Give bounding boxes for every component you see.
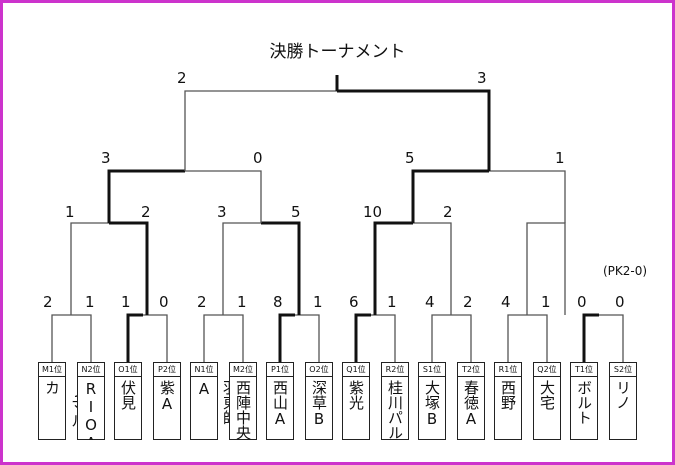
score-r1-m4-left: 8 — [273, 293, 283, 311]
score-qf1-left: 1 — [65, 203, 75, 221]
team-seed: M2位 — [230, 363, 256, 377]
team-name: 桂川パル — [386, 380, 404, 440]
team-name: 大宅 — [538, 380, 556, 410]
score-r1-m8-right: 0 — [615, 293, 625, 311]
score-qf1-right: 2 — [141, 203, 151, 221]
team-name: 西山A — [271, 380, 289, 428]
team-box: N1位羽東師A — [190, 362, 239, 440]
score-r1-m2-left: 1 — [121, 293, 131, 311]
score-qf2-right: 5 — [291, 203, 301, 221]
team-box: M1位Jマルカ — [38, 362, 87, 440]
final-winner-lines — [335, 75, 491, 171]
score-r1-m5-right: 1 — [387, 293, 397, 311]
team-seed: Q2位 — [534, 363, 560, 377]
round1-winner-lines — [126, 313, 599, 362]
pk-note: (PK2-0) — [603, 264, 647, 278]
team-box: O2位深草B — [305, 362, 333, 440]
quarterfinal-lines — [70, 222, 566, 315]
team-box: R2位桂川パル — [381, 362, 409, 440]
team-box: N2位 RIOA — [77, 362, 105, 440]
team-seed: M1位 — [39, 363, 65, 377]
team-name: ボルト — [575, 380, 593, 425]
team-box: S1位大塚B — [418, 362, 446, 440]
team-name: 深草B — [310, 380, 328, 428]
score-sf2-left: 5 — [405, 149, 415, 167]
score-final-right: 3 — [477, 69, 487, 87]
score-sf1-right: 0 — [253, 149, 263, 167]
team-box: R1位西野 — [494, 362, 522, 440]
team-seed: R2位 — [382, 363, 408, 377]
team-name: 西陣中央 — [234, 380, 252, 440]
team-box: O1位伏見 — [114, 362, 142, 440]
score-r1-m6-left: 4 — [425, 293, 435, 311]
team-seed: R1位 — [495, 363, 521, 377]
team-name: リノ — [614, 380, 632, 410]
team-seed: O1位 — [115, 363, 141, 377]
round1-loser-lines — [143, 314, 624, 362]
team-name: 紫光 — [347, 380, 365, 410]
score-r1-m3-right: 1 — [237, 293, 247, 311]
team-box: Q2位大宅 — [533, 362, 561, 440]
score-qf2-left: 3 — [217, 203, 227, 221]
quarterfinal-winner-lines — [109, 221, 413, 315]
score-r1-m3-left: 2 — [197, 293, 207, 311]
score-r1-m4-right: 1 — [313, 293, 323, 311]
score-sf2-right: 1 — [555, 149, 565, 167]
team-box: P2位紫A — [153, 362, 181, 440]
score-r1-m8-left: 0 — [577, 293, 587, 311]
team-seed: T1位 — [571, 363, 597, 377]
team-name: 西野 — [499, 380, 517, 410]
team-seed: N1位 — [191, 363, 217, 377]
score-r1-m6-right: 2 — [463, 293, 473, 311]
score-r1-m1-left: 2 — [43, 293, 53, 311]
team-seed: O2位 — [306, 363, 332, 377]
team-seed: Q1位 — [343, 363, 369, 377]
score-r1-m7-left: 4 — [501, 293, 511, 311]
score-r1-m2-right: 0 — [159, 293, 169, 311]
team-name: 春徳A — [462, 380, 480, 428]
score-final-left: 2 — [177, 69, 187, 87]
tournament-bracket: 2 1 1 0 2 1 8 1 6 1 4 2 4 1 0 0 1 2 3 5 … — [43, 69, 647, 362]
score-qf3-left: 10 — [363, 203, 382, 221]
team-seed: P1位 — [267, 363, 293, 377]
score-sf1-left: 3 — [101, 149, 111, 167]
team-seed: S1位 — [419, 363, 445, 377]
team-name: 伏見 — [119, 380, 137, 410]
team-box: M2位西陣中央 — [229, 362, 257, 440]
team-seed: S2位 — [610, 363, 636, 377]
semifinal-winner-lines — [107, 169, 489, 223]
page-title: 決勝トーナメント — [269, 42, 406, 62]
team-box: T2位春徳A — [457, 362, 485, 440]
team-name: 紫A — [158, 380, 176, 413]
team-seed: N2位 — [78, 363, 104, 377]
semifinal-lines — [185, 170, 566, 223]
team-name: 大塚B — [423, 380, 441, 428]
team-seed: P2位 — [154, 363, 180, 377]
score-r1-m7-right: 1 — [541, 293, 551, 311]
score-r1-m1-right: 1 — [85, 293, 95, 311]
team-box: P1位西山A — [266, 362, 294, 440]
team-box: T1位ボルト — [570, 362, 598, 440]
team-name: RIOA — [82, 380, 100, 440]
round1-lines — [51, 314, 548, 362]
final-lines — [184, 90, 337, 171]
team-box: S2位リノ — [609, 362, 637, 440]
team-seed: T2位 — [458, 363, 484, 377]
team-box: Q1位紫光 — [342, 362, 370, 440]
score-qf3-right: 2 — [443, 203, 453, 221]
score-r1-m5-left: 6 — [349, 293, 359, 311]
